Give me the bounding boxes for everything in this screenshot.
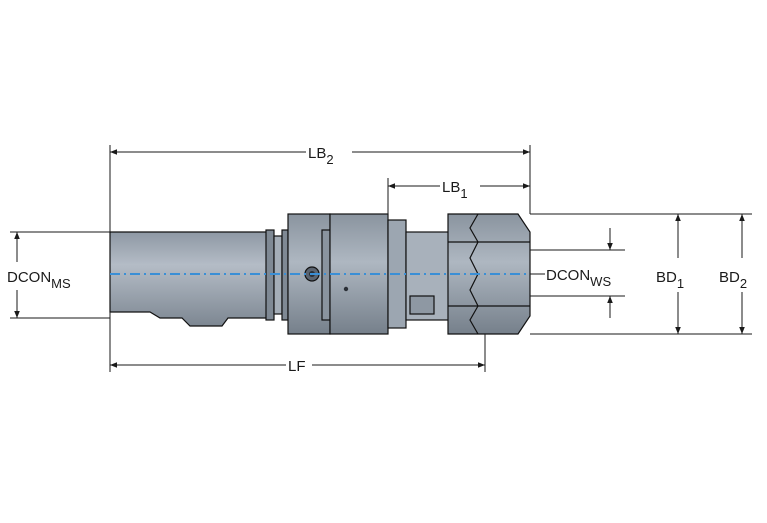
- shank: [109, 231, 269, 327]
- pin-hole: [343, 286, 349, 292]
- dcon-ws-label: DCON: [546, 267, 590, 284]
- lf-label: LF: [288, 358, 306, 375]
- bd1-subscript: 1: [677, 276, 684, 291]
- svg-text:DCONWS: DCONWS: [546, 267, 611, 289]
- collet-nut: [447, 213, 531, 335]
- svg-text:BD2: BD2: [719, 269, 747, 291]
- dcon-ms-subscript: MS: [51, 276, 71, 291]
- dcon-ws-subscript: WS: [590, 274, 611, 289]
- bd1-label: BD: [656, 269, 677, 286]
- lb1-label: LB: [442, 179, 460, 196]
- dimension-dcon-ms: DCONMS: [7, 231, 110, 319]
- svg-text:BD1: BD1: [656, 269, 684, 291]
- svg-text:DCONMS: DCONMS: [7, 269, 71, 291]
- coolant-port: [409, 295, 435, 315]
- lb2-subscript: 2: [326, 152, 333, 167]
- bd2-label: BD: [719, 269, 740, 286]
- dimension-lf: LF: [109, 312, 486, 375]
- dimension-lb2: LB2: [109, 145, 531, 232]
- nut-facet-curves: [469, 213, 479, 335]
- lb1-subscript: 1: [460, 186, 467, 201]
- dimension-lb1: LB1: [387, 178, 530, 220]
- lb2-label: LB: [308, 145, 326, 162]
- dimension-dcon-ws: DCONWS: [530, 228, 625, 318]
- dcon-ms-label: DCON: [7, 269, 51, 286]
- svg-text:LB2: LB2: [308, 145, 334, 167]
- svg-text:LB1: LB1: [442, 179, 468, 201]
- tool-holder: [109, 213, 531, 335]
- dimension-bd2: BD2: [690, 213, 752, 335]
- bd2-subscript: 2: [740, 276, 747, 291]
- dimension-bd1: BD1: [530, 213, 690, 335]
